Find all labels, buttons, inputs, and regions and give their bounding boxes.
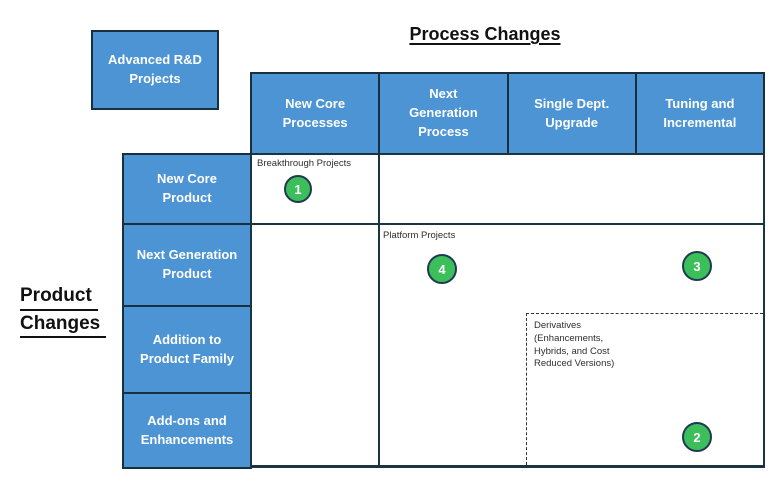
row-header-next-generation-product: Next Generation Product [124,225,250,307]
marker-circle-2: 2 [682,422,712,452]
row-header-new-core-product: New Core Product [124,155,250,225]
product-changes-title-line2: Changes [20,311,107,339]
breakthrough-projects-label: Breakthrough Projects [257,158,351,169]
row-header-label: Next Generation Product [136,247,238,281]
column-header-label: Single Dept. Upgrade [534,95,610,130]
row-header-label: Add-ons and Enhancements [140,412,234,447]
marker-circle-1: 1 [284,175,312,203]
column-header-row: New Core Processes Next Generation Proce… [250,72,765,153]
marker-circle-4: 4 [427,254,457,284]
advanced-rd-projects-label: Advanced R&D Projects [108,52,202,86]
row-header-addition-to-product-family: Addition to Product Family [124,307,250,394]
row-header-label: Addition to Product Family [140,331,234,366]
grid-vertical-divider [378,155,380,465]
row-header-add-ons-and-enhancements: Add-ons and Enhancements [124,394,250,467]
product-changes-title: Product Changes [20,283,107,339]
column-header-label: Tuning and Incremental [663,95,737,130]
advanced-rd-projects-box: Advanced R&D Projects [91,30,219,110]
row-header-column: New Core Product Next Generation Product… [122,153,252,469]
derivatives-dashed-region: Derivatives (Enhancements, Hybrids, and … [526,313,763,465]
column-header-label: New Core Processes [282,95,348,130]
matrix-grid: Breakthrough Projects 1 Platform Project… [250,153,765,468]
row-header-label: New Core Product [157,171,217,205]
product-changes-title-line1: Product [20,283,98,311]
column-header-next-generation-process: Next Generation Process [380,74,509,153]
column-header-new-core-processes: New Core Processes [252,74,381,153]
marker-circle-3: 3 [682,251,712,281]
derivatives-label: Derivatives (Enhancements, Hybrids, and … [534,320,615,370]
process-changes-title: Process Changes [409,24,561,44]
platform-projects-label: Platform Projects [383,230,456,241]
column-header-tuning-and-incremental: Tuning and Incremental [636,74,763,153]
column-header-single-dept-upgrade: Single Dept. Upgrade [508,74,637,153]
column-header-label: Next Generation Process [409,86,478,139]
grid-horizontal-divider [252,223,763,225]
